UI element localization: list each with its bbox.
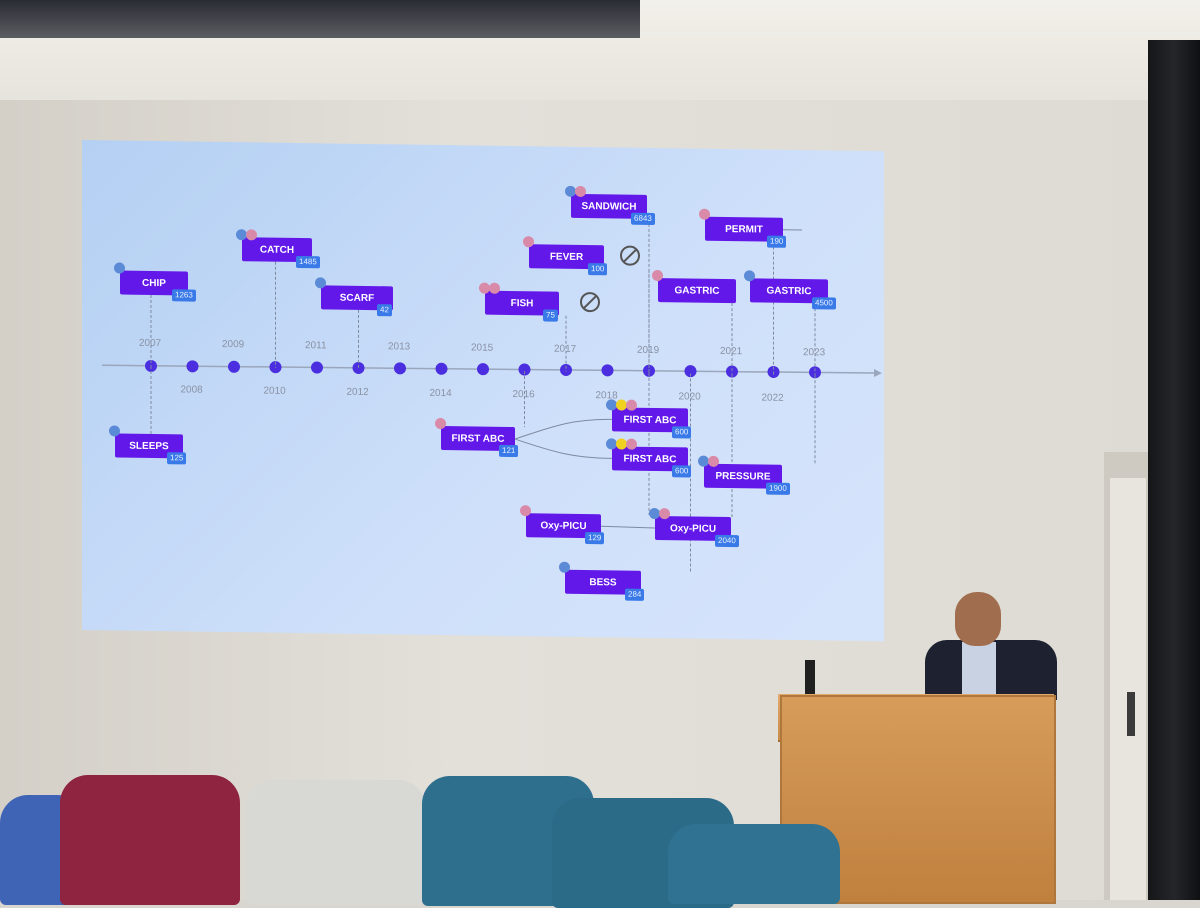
year-label: 2009 — [222, 339, 244, 350]
microphone — [805, 660, 815, 694]
study-card-label: Oxy-PICU — [540, 520, 586, 532]
year-label: 2012 — [347, 387, 369, 398]
study-card-count: 1485 — [296, 256, 320, 268]
study-card-count: 600 — [672, 426, 691, 438]
participant-dot-pink — [246, 229, 257, 240]
timeline-year-dot — [477, 363, 489, 375]
study-card-count: 1263 — [172, 289, 196, 301]
axis-arrow-icon — [874, 369, 882, 377]
prohibited-icon — [621, 247, 639, 265]
participant-dot-pink — [626, 439, 637, 450]
participant-dot-pink — [659, 508, 670, 519]
participant-dot-blue — [559, 562, 570, 573]
stage-curtain — [1148, 40, 1200, 900]
year-label: 2007 — [139, 338, 161, 349]
door — [1110, 478, 1146, 900]
year-label: 2023 — [803, 347, 825, 358]
study-card-label: BESS — [589, 577, 616, 588]
branch-link — [515, 418, 612, 440]
participant-dot-pink — [626, 400, 637, 411]
participant-dot-pink — [699, 209, 710, 220]
study-card-label: FEVER — [550, 251, 583, 262]
participant-dot-pink — [435, 418, 446, 429]
study-card-count: 6843 — [631, 213, 655, 225]
year-label: 2008 — [181, 384, 203, 395]
study-card-count: 1900 — [766, 483, 790, 495]
year-label: 2010 — [264, 386, 286, 397]
projection-screen: 2007 2009 2011 2013 2015 2017 2019 2021 2023 2008… — [82, 140, 884, 641]
study-card-count: 100 — [588, 263, 607, 275]
branch-link — [515, 439, 612, 458]
study-card-count: 190 — [767, 236, 786, 248]
chair-teal-3 — [668, 824, 840, 904]
year-label: 2021 — [720, 346, 742, 357]
study-card-count: 4500 — [812, 297, 836, 309]
participant-dot-pink — [520, 505, 531, 516]
participant-dot-blue — [114, 262, 125, 273]
timeline-year-dot — [436, 363, 448, 375]
year-label: 2016 — [513, 389, 535, 400]
timeline-year-dot — [560, 364, 572, 376]
study-card-label: GASTRIC — [767, 285, 812, 297]
chair-white — [246, 780, 426, 905]
prohibited-icon — [581, 293, 599, 311]
year-label: 2017 — [554, 344, 576, 355]
study-card-label: SANDWICH — [582, 200, 637, 212]
year-label: 2014 — [430, 388, 452, 399]
oxy-picu-link — [601, 526, 655, 528]
year-label: 2020 — [679, 391, 701, 402]
participant-dot-blue — [315, 277, 326, 288]
study-card-count: 42 — [377, 304, 392, 316]
study-card-label: CATCH — [260, 244, 294, 255]
door-handle — [1127, 692, 1135, 736]
participant-dot-pink — [489, 283, 500, 294]
study-card-count: 2040 — [715, 535, 739, 547]
participant-dot-blue — [109, 425, 120, 436]
study-card-label: FIRST ABC — [452, 433, 505, 445]
participant-dot-pink — [523, 236, 534, 247]
timeline-year-dot — [353, 362, 365, 374]
study-card-label: FIRST ABC — [624, 414, 677, 426]
chair-red — [60, 775, 240, 905]
study-card-label: PRESSURE — [715, 470, 770, 482]
timeline-year-dot — [394, 362, 406, 374]
participant-dot-pink — [652, 270, 663, 281]
year-label: 2013 — [388, 341, 410, 352]
study-card-count: 121 — [499, 445, 518, 457]
year-label: 2015 — [471, 342, 493, 353]
study-card-count: 129 — [585, 532, 604, 544]
study-card-label: GASTRIC — [675, 285, 720, 297]
year-label: 2022 — [762, 392, 784, 403]
study-card-label: SLEEPS — [129, 440, 168, 452]
timeline-year-dot — [228, 361, 240, 373]
speaker-shirt — [962, 642, 996, 698]
ceiling-shadow — [0, 0, 640, 38]
study-card-label: Oxy-PICU — [670, 523, 716, 535]
study-card-count: 125 — [167, 452, 186, 464]
study-card-gastric1: GASTRIC — [658, 278, 736, 303]
study-card-count: 75 — [543, 309, 558, 321]
participant-dot-pink — [708, 456, 719, 467]
study-card-label: PERMIT — [725, 223, 763, 235]
year-label: 2011 — [305, 340, 327, 351]
study-card-count: 600 — [672, 465, 691, 477]
study-card-label: SCARF — [340, 292, 374, 303]
study-card-label: CHIP — [142, 277, 166, 288]
study-card-label: FIRST ABC — [624, 453, 677, 465]
year-label: 2019 — [637, 345, 659, 356]
study-card-label: FISH — [511, 297, 534, 308]
timeline-year-dot — [311, 361, 323, 373]
participant-dot-pink — [575, 186, 586, 197]
participant-dot-blue — [744, 270, 755, 281]
timeline-year-dot — [187, 360, 199, 372]
study-card-count: 284 — [625, 589, 644, 601]
timeline-year-dot — [602, 364, 614, 376]
speaker-head — [955, 592, 1001, 646]
